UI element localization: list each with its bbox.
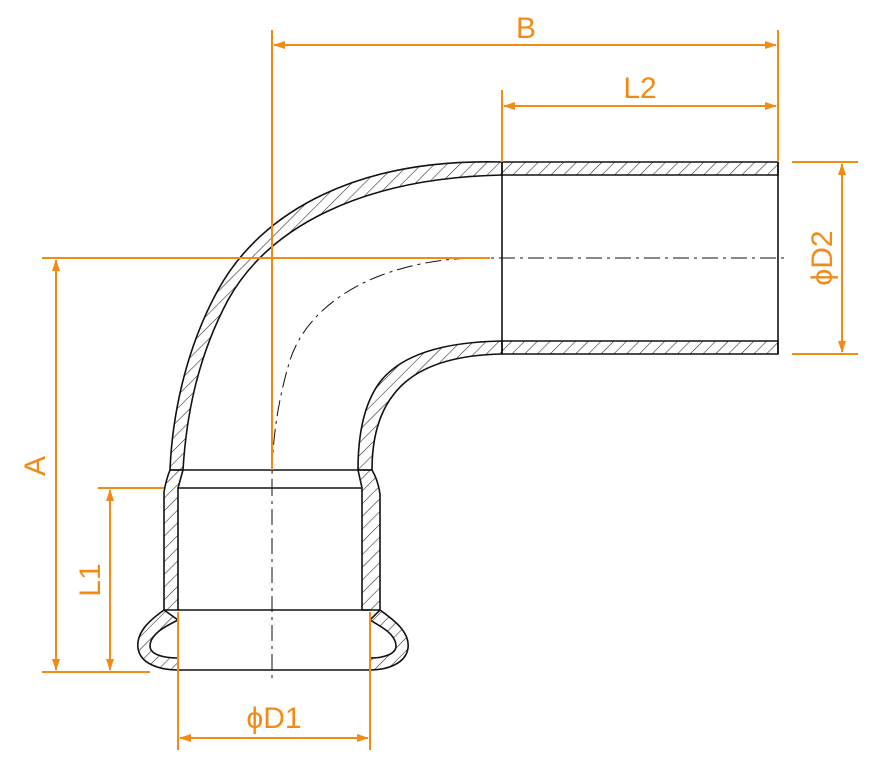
label-L1: L1 bbox=[74, 563, 107, 596]
outer-bend-wall bbox=[169, 161, 503, 471]
socket-bead-right bbox=[368, 608, 409, 671]
bend-centerline bbox=[271, 257, 471, 481]
label-L2: L2 bbox=[623, 72, 656, 105]
outlet-top-wall bbox=[501, 161, 779, 176]
dimension-labels: B L2 A L1 ϕD2 ϕD1 bbox=[19, 12, 839, 735]
center-lines bbox=[271, 257, 786, 680]
label-B: B bbox=[516, 12, 536, 45]
inner-bend-wall bbox=[357, 340, 503, 471]
socket-right-wall bbox=[357, 469, 381, 611]
socket-left-wall bbox=[163, 469, 185, 611]
outlet-bottom-wall bbox=[501, 340, 779, 355]
label-A: A bbox=[19, 456, 52, 476]
dimensions bbox=[42, 30, 858, 750]
fitting-outline bbox=[137, 161, 779, 671]
label-D2: ϕD2 bbox=[806, 230, 839, 285]
label-D1: ϕD1 bbox=[246, 702, 301, 735]
socket-bead-left bbox=[137, 609, 180, 671]
